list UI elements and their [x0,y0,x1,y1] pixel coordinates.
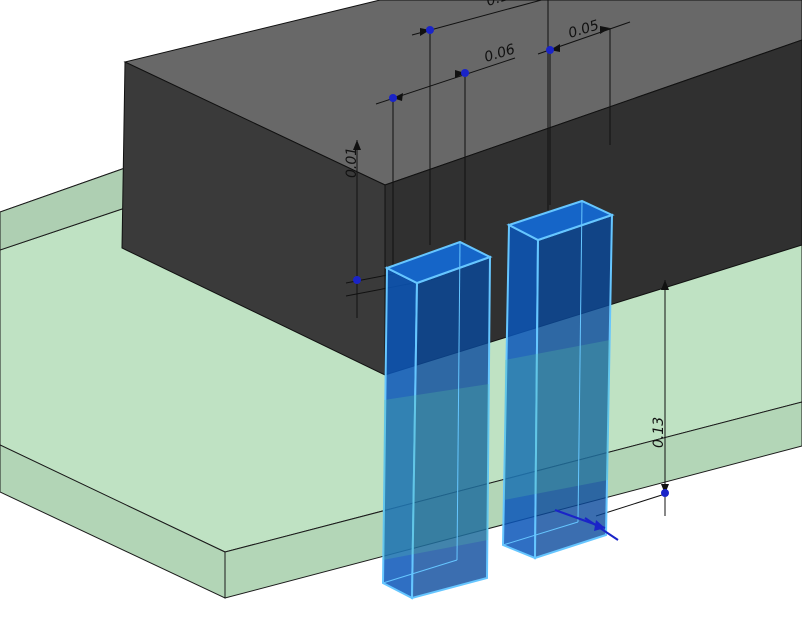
reference-triad-icon[interactable] [554,509,619,541]
dimension-annotations[interactable] [345,0,669,517]
left-pillar[interactable] [381,240,493,600]
right-pillar-top-face[interactable] [506,199,615,242]
left-pillar-top-face[interactable] [384,240,493,285]
dimension-label-0-01[interactable]: 0.01 [344,147,360,178]
dimension-label-top-partial[interactable]: 0.1 [484,0,510,10]
dimension-label-0-13[interactable]: 0.13 [651,417,667,448]
right-pillar[interactable] [501,199,615,560]
dimension-points[interactable] [353,26,669,497]
